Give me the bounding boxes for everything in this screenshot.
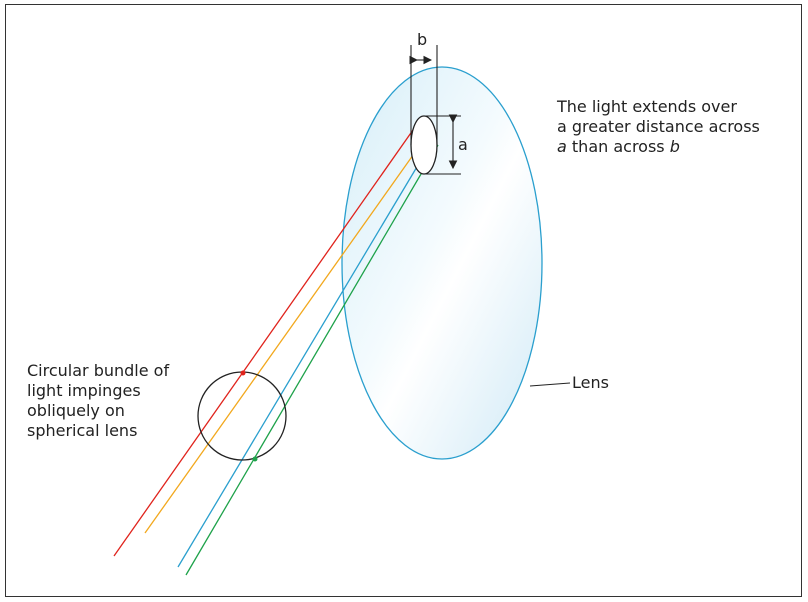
bundle-line-3: obliquely on bbox=[27, 401, 125, 420]
light-extent-note: The light extends over a greater distanc… bbox=[557, 97, 760, 157]
bundle-caption: Circular bundle of light impinges obliqu… bbox=[27, 361, 169, 441]
note-mid: than across bbox=[566, 137, 670, 156]
lens-label: Lens bbox=[572, 373, 609, 392]
bundle-line-1: Circular bundle of bbox=[27, 361, 170, 380]
note-a-italic: a bbox=[557, 137, 567, 156]
bundle-circle bbox=[197, 371, 287, 461]
ray-green-dot bbox=[252, 456, 258, 462]
ray-red bbox=[113, 119, 421, 557]
note-line-1: The light extends over bbox=[557, 97, 737, 116]
note-b-italic: b bbox=[669, 137, 680, 156]
ray-blue bbox=[177, 139, 434, 568]
lens-ellipse bbox=[341, 66, 543, 460]
ray-green bbox=[185, 144, 439, 576]
note-line-2: a greater distance across bbox=[557, 117, 760, 136]
dim-b-label: b bbox=[417, 30, 428, 49]
bundle-line-2: light impinges bbox=[27, 381, 141, 400]
ray-red-dot bbox=[240, 370, 246, 376]
bundle-line-4: spherical lens bbox=[27, 421, 138, 440]
light-spot-ellipse bbox=[410, 115, 438, 175]
dim-a-label: a bbox=[458, 135, 468, 154]
ray-orange bbox=[144, 133, 429, 534]
lens-leader bbox=[529, 382, 571, 387]
note-line-3: a than across b bbox=[557, 137, 760, 157]
